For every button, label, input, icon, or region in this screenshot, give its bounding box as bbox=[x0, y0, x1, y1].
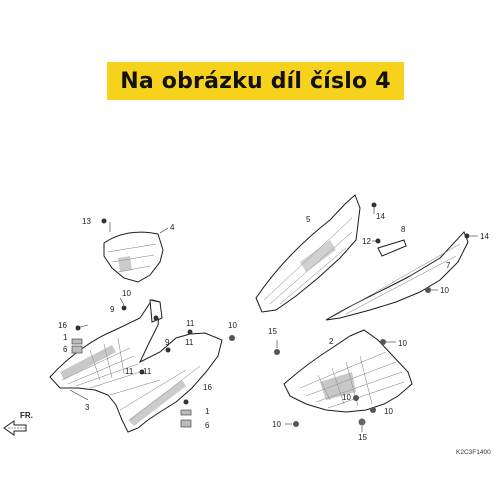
callout-12: 12 bbox=[362, 237, 371, 246]
callout-15-a: 15 bbox=[268, 327, 277, 336]
callout-11-a: 11 bbox=[186, 319, 195, 328]
callout-10-a: 10 bbox=[122, 289, 131, 298]
part-8-bracket bbox=[372, 238, 407, 257]
part-7-side-cover bbox=[325, 231, 478, 321]
part-3-floor-panel bbox=[49, 297, 235, 433]
part-4-front-cover bbox=[101, 218, 169, 283]
callout-10-g: 10 bbox=[272, 420, 281, 429]
callout-10-e: 10 bbox=[384, 407, 393, 416]
callout-1-b: 1 bbox=[205, 407, 210, 416]
callout-5: 5 bbox=[306, 215, 311, 224]
callout-16-b: 16 bbox=[203, 383, 212, 392]
callout-10-d: 10 bbox=[398, 339, 407, 348]
part-2-under-cover bbox=[274, 329, 413, 432]
callout-9-a: 9 bbox=[110, 305, 115, 314]
callout-11-c: 11 bbox=[125, 367, 134, 376]
callout-8: 8 bbox=[401, 225, 406, 234]
callout-1-a: 1 bbox=[63, 333, 68, 342]
callout-10-b: 10 bbox=[228, 321, 237, 330]
front-direction-arrow-icon bbox=[3, 420, 27, 436]
callout-13: 13 bbox=[82, 217, 91, 226]
direction-label: FR. bbox=[20, 411, 33, 420]
callout-16-a: 16 bbox=[58, 321, 67, 330]
diagram-code: K2C3F1400 bbox=[456, 449, 491, 456]
callout-3: 3 bbox=[85, 403, 90, 412]
part-5-side-cover bbox=[255, 194, 377, 313]
callout-4: 4 bbox=[170, 223, 175, 232]
callout-10-f: 10 bbox=[342, 393, 351, 402]
callout-14-a: 14 bbox=[376, 212, 385, 221]
screw-13-icon bbox=[101, 218, 107, 224]
callout-11-b: 11 bbox=[185, 338, 194, 347]
callout-2: 2 bbox=[329, 337, 334, 346]
callout-7: 7 bbox=[446, 261, 451, 270]
banner-text: Na obrázku díl číslo 4 bbox=[120, 68, 391, 94]
part-number-banner: Na obrázku díl číslo 4 bbox=[107, 62, 404, 100]
callout-14-b: 14 bbox=[480, 232, 489, 241]
callout-10-c: 10 bbox=[440, 286, 449, 295]
callout-9-b: 9 bbox=[165, 338, 170, 347]
callout-6-b: 6 bbox=[205, 421, 210, 430]
callout-11-d: 11 bbox=[143, 367, 152, 376]
callout-6-a: 6 bbox=[63, 345, 68, 354]
callout-15-b: 15 bbox=[358, 433, 367, 442]
